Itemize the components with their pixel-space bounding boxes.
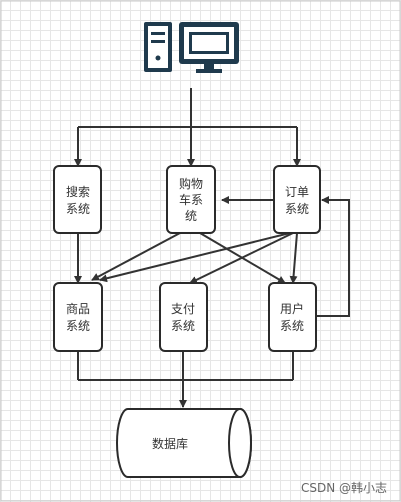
database-cylinder: 数据库 <box>116 408 252 478</box>
node-user-label-1: 用户 <box>280 301 304 316</box>
node-search-system: 搜索 系统 <box>53 165 102 234</box>
edge-order-to-user <box>289 232 298 284</box>
edge-order-to-payment <box>189 232 294 284</box>
node-payment-label-1: 支付 <box>171 302 195 316</box>
node-product-label-1: 商品 <box>66 301 90 316</box>
edge-user-to-order <box>316 196 350 317</box>
node-product-label-2: 系统 <box>66 319 90 333</box>
node-cart-label-3: 统 <box>185 209 197 223</box>
node-payment-label-2: 系统 <box>171 319 195 333</box>
node-order-label-2: 系统 <box>285 202 309 216</box>
node-order-label-1: 订单 <box>285 185 309 199</box>
edge-cart-to-product <box>91 232 181 281</box>
node-user-system: 用户 系统 <box>268 282 317 352</box>
database-label: 数据库 <box>152 436 188 451</box>
watermark: CSDN @韩小志 <box>300 481 387 495</box>
connectors <box>74 88 350 408</box>
node-search-label-1: 搜索 <box>66 184 90 199</box>
node-cart-label-1: 购物 <box>179 176 203 191</box>
node-payment-system: 支付 系统 <box>159 282 208 352</box>
edge-order-to-product <box>99 232 291 283</box>
node-cart-system: 购物 车系 统 <box>166 165 216 234</box>
desktop-computer-icon <box>144 22 239 73</box>
node-product-system: 商品 系统 <box>53 282 103 352</box>
node-user-label-2: 系统 <box>280 319 304 333</box>
node-search-label-2: 系统 <box>66 202 90 216</box>
node-order-system: 订单 系统 <box>273 165 321 234</box>
node-cart-label-2: 车系 <box>179 192 203 207</box>
